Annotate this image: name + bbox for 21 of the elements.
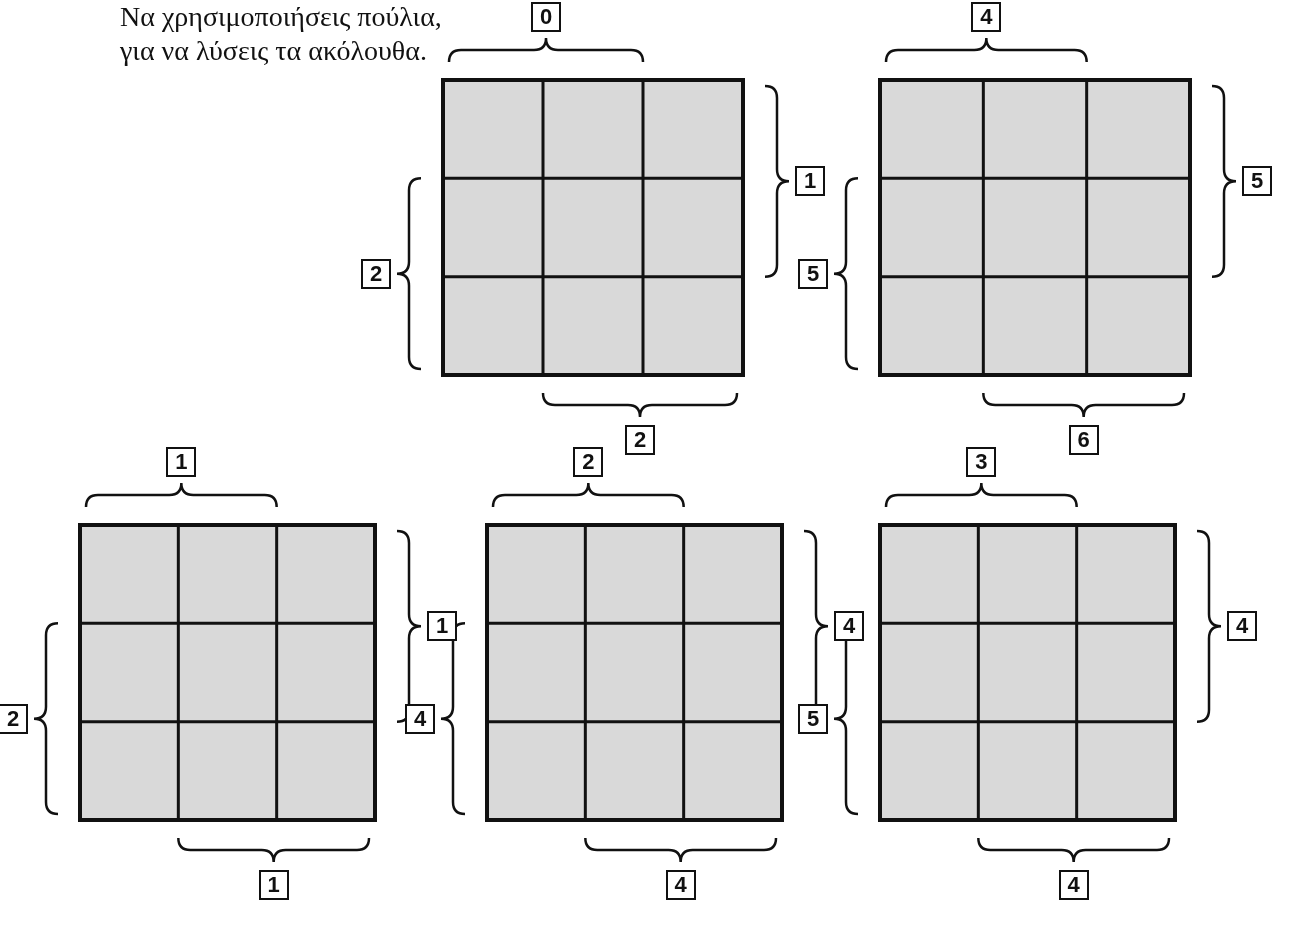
number-label: 4 xyxy=(1227,611,1257,642)
number-label: 2 xyxy=(573,447,604,477)
number-label: 3 xyxy=(966,447,997,477)
number-label: 5 xyxy=(798,258,828,289)
number-label: 2 xyxy=(0,703,28,734)
number-label: 5 xyxy=(798,703,828,734)
number-label: 6 xyxy=(1068,425,1099,455)
number-label: 1 xyxy=(166,447,197,477)
number-label: 1 xyxy=(427,611,457,642)
instruction-text: Να χρησιμοποιήσεις πούλια, για να λύσεις τα ακόλουθα. xyxy=(120,0,443,68)
number-label: 0 xyxy=(531,2,561,32)
number-label: 4 xyxy=(665,870,696,900)
number-label: 4 xyxy=(834,611,864,642)
number-label: 1 xyxy=(258,870,289,900)
number-label: 1 xyxy=(795,166,825,197)
number-label: 4 xyxy=(1058,870,1089,900)
number-label: 4 xyxy=(405,703,435,734)
number-label: 4 xyxy=(971,2,1002,32)
number-label: 2 xyxy=(625,425,655,455)
number-label: 5 xyxy=(1242,166,1272,197)
number-label: 2 xyxy=(361,258,391,289)
